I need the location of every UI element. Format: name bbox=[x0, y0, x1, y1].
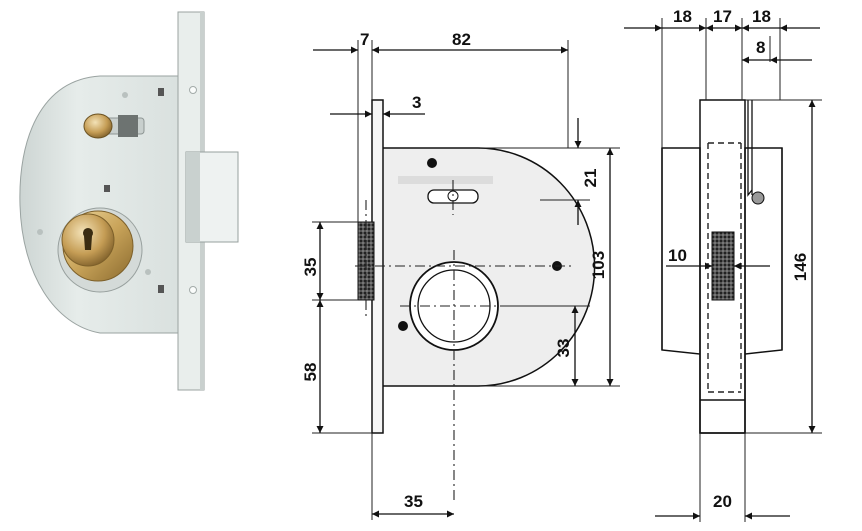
side-view-drawing: 18 17 18 8 10 146 20 bbox=[624, 7, 822, 522]
dim-right-projection: 18 bbox=[752, 7, 771, 26]
screw-hole-icon bbox=[398, 321, 408, 331]
screw-icon bbox=[189, 286, 197, 294]
dim-bolt-thickness: 10 bbox=[668, 246, 687, 265]
dim-top-to-slot: 21 bbox=[581, 169, 600, 188]
dim-faceplate-thickness: 3 bbox=[412, 93, 421, 112]
dim-body-height: 103 bbox=[589, 251, 608, 279]
side-bolt bbox=[711, 231, 735, 301]
screw-icon bbox=[37, 229, 43, 235]
side-spindle bbox=[747, 100, 753, 197]
dim-cylinder-from-bottom: 33 bbox=[554, 339, 573, 358]
keyhole-icon bbox=[82, 227, 94, 250]
dim-backset: 35 bbox=[404, 492, 423, 511]
lock-body bbox=[19, 75, 185, 334]
dim-spindle-offset: 8 bbox=[756, 38, 765, 57]
dim-left-projection: 18 bbox=[673, 7, 692, 26]
screw-icon bbox=[145, 269, 151, 275]
dim-body-width: 82 bbox=[452, 30, 471, 49]
latch-knob bbox=[83, 113, 113, 139]
dim-case-thickness: 17 bbox=[713, 7, 732, 26]
screw-icon bbox=[189, 86, 197, 94]
latch-slot bbox=[118, 115, 138, 137]
lock-photo bbox=[19, 11, 239, 391]
front-view-drawing: 7 82 3 35 58 21 103 33 35 bbox=[301, 30, 620, 520]
screw-hole-icon bbox=[427, 158, 437, 168]
dim-bolt-height: 35 bbox=[301, 258, 320, 277]
screw-icon bbox=[122, 92, 128, 98]
side-spindle-knob bbox=[751, 191, 765, 205]
dim-faceplate-offset: 7 bbox=[360, 30, 369, 49]
dim-bottom-to-bolt: 58 bbox=[301, 363, 320, 382]
dim-faceplate-height: 146 bbox=[791, 253, 810, 281]
dim-faceplate-width: 20 bbox=[713, 492, 732, 511]
